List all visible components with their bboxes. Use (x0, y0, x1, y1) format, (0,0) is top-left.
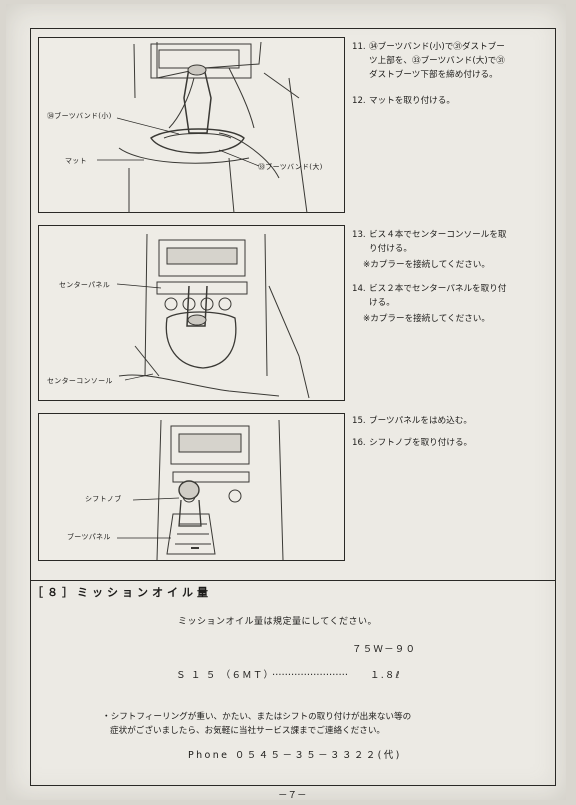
step-12: 12. マットを取り付ける。 (352, 96, 455, 106)
caution-note: ・シフトフィーリングが重い、かたい、またはシフトの取り付けが出来ない等の 症状が… (102, 712, 412, 736)
callout-boots-panel: ブーツパネル (67, 533, 111, 541)
oil-model: Ｓ １ ５ （６ＭＴ） (176, 670, 275, 681)
step-15: 15. ブーツパネルをはめ込む。 (352, 416, 472, 426)
callout-mat: マット (65, 157, 87, 165)
step-14-note: ※カプラーを接続してください。 (363, 314, 490, 324)
page-number: －７－ (278, 790, 307, 801)
section-divider (30, 580, 556, 600)
oil-leader-dots: …………………… (272, 667, 348, 678)
illustration-center-console: センターパネル センターコンソール (38, 225, 345, 401)
oil-grade: ７５Ｗ－９０ (352, 644, 417, 655)
steps-group-2: 13. ビス４本でセンターコンソールを取り付ける。 ※カプラーを接続してください… (352, 228, 552, 334)
step-16: 16. シフトノブを取り付ける。 (352, 438, 473, 448)
step-14: 14. ビス２本でセンターパネルを取り付ける。 (352, 284, 507, 308)
callout-shift-knob: シフトノブ (85, 495, 122, 503)
page-frame (30, 28, 556, 786)
oil-instruction: ミッションオイル量は規定量にしてください。 (178, 617, 377, 627)
callout-boots-band-large: ㉝ブーツバンド(大) (258, 163, 323, 171)
illustration-shift-knob: シフトノブ ブーツパネル (38, 413, 345, 561)
shifter-boot-drawing (97, 41, 308, 214)
illustration-boots-band: ㉞ブーツバンド(小) マット ㉝ブーツバンド(大) (38, 37, 345, 214)
callout-center-console: センターコンソール (47, 377, 113, 385)
center-console-drawing (116, 233, 310, 399)
section-title: ［８］ミッションオイル量 (32, 586, 212, 599)
steps-group-3: 15. ブーツパネルをはめ込む。 16. シフトノブを取り付ける。 (352, 414, 552, 458)
oil-capacity: １.８ℓ (370, 670, 401, 681)
step-13-note: ※カプラーを接続してください。 (363, 260, 490, 270)
callout-center-panel: センターパネル (59, 281, 111, 289)
callout-boots-band-small: ㉞ブーツバンド(小) (47, 112, 112, 120)
shift-knob-drawing (117, 419, 284, 561)
phone-number: Phone ０５４５－３５－３３２２(代) (188, 750, 402, 761)
step-13: 13. ビス４本でセンターコンソールを取り付ける。 (352, 230, 507, 254)
